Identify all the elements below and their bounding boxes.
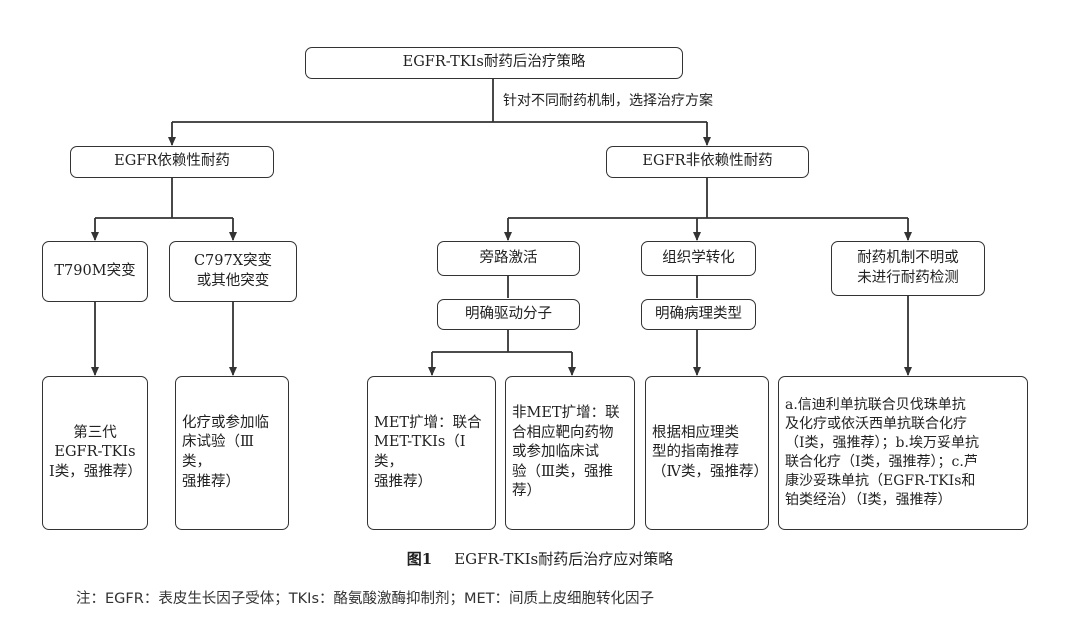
unknown-mechanism-recommendation-text: a.信迪利单抗联合贝伐珠单抗 及化疗或依沃西单抗联合化疗 （Ⅰ类，强推荐）；b.… — [785, 397, 979, 508]
histologic-recommendation: 根据相应理类 型的指南推荐 （Ⅳ类，强推荐） — [645, 376, 769, 530]
t790m-label: T790M突变 — [54, 262, 136, 279]
egfr-independent-label: EGFR非依赖性耐药 — [642, 153, 773, 170]
non-met-recommendation: 非MET扩增：联 合相应靶向药物 或参加临床试 验（Ⅲ类，强推 荐） — [505, 376, 635, 530]
c797x-recommendation: 化疗或参加临 床试验（Ⅲ类， 强推荐） — [175, 376, 289, 530]
identify-pathology-node: 明确病理类型 — [641, 299, 756, 330]
t790m-recommendation-text: 第三代 EGFR-TKIs Ⅰ类，强推荐） — [49, 424, 142, 480]
figure-label: 图1 — [406, 550, 433, 568]
figure-caption: 图1 EGFR-TKIs耐药后治疗应对策略 — [0, 548, 1080, 569]
unknown-mechanism-node: 耐药机制不明或 未进行耐药检测 — [831, 241, 985, 296]
egfr-independent-node: EGFR非依赖性耐药 — [606, 146, 809, 178]
c797x-recommendation-text: 化疗或参加临 床试验（Ⅲ类， 强推荐） — [182, 414, 269, 490]
met-amplification-text: MET扩增：联合 MET-TKIs（Ⅰ类， 强推荐） — [374, 414, 482, 490]
egfr-dependent-label: EGFR依赖性耐药 — [114, 153, 230, 170]
egfr-dependent-node: EGFR依赖性耐药 — [70, 146, 274, 178]
root-label: EGFR-TKIs耐药后治疗策略 — [402, 54, 586, 71]
identify-pathology-label: 明确病理类型 — [655, 305, 742, 322]
t790m-recommendation: 第三代 EGFR-TKIs Ⅰ类，强推荐） — [42, 376, 148, 530]
c797x-label: C797X突变 或其他突变 — [193, 252, 273, 289]
unknown-mechanism-label: 耐药机制不明或 未进行耐药检测 — [857, 249, 959, 286]
histologic-recommendation-text: 根据相应理类 型的指南推荐 （Ⅳ类，强推荐） — [652, 424, 768, 480]
unknown-mechanism-recommendation: a.信迪利单抗联合贝伐珠单抗 及化疗或依沃西单抗联合化疗 （Ⅰ类，强推荐）；b.… — [778, 376, 1028, 530]
root-node: EGFR-TKIs耐药后治疗策略 — [305, 47, 683, 79]
histologic-transformation-label: 组织学转化 — [662, 249, 735, 266]
met-amplification-recommendation: MET扩增：联合 MET-TKIs（Ⅰ类， 强推荐） — [367, 376, 496, 530]
t790m-node: T790M突变 — [42, 241, 148, 302]
edge-label: 针对不同耐药机制，选择治疗方案 — [503, 93, 713, 109]
non-met-text: 非MET扩增：联 合相应靶向药物 或参加临床试 验（Ⅲ类，强推 荐） — [512, 405, 620, 500]
identify-driver-node: 明确驱动分子 — [437, 299, 580, 330]
histologic-transformation-node: 组织学转化 — [641, 241, 756, 276]
figure-title: EGFR-TKIs耐药后治疗应对策略 — [454, 550, 674, 568]
abbreviation-note: 注：EGFR：表皮生长因子受体；TKIs：酪氨酸激酶抑制剂；MET：间质上皮细胞… — [76, 591, 655, 607]
identify-driver-label: 明确驱动分子 — [465, 305, 552, 322]
bypass-activation-label: 旁路激活 — [479, 249, 538, 266]
bypass-activation-node: 旁路激活 — [437, 241, 580, 276]
c797x-node: C797X突变 或其他突变 — [169, 241, 297, 302]
